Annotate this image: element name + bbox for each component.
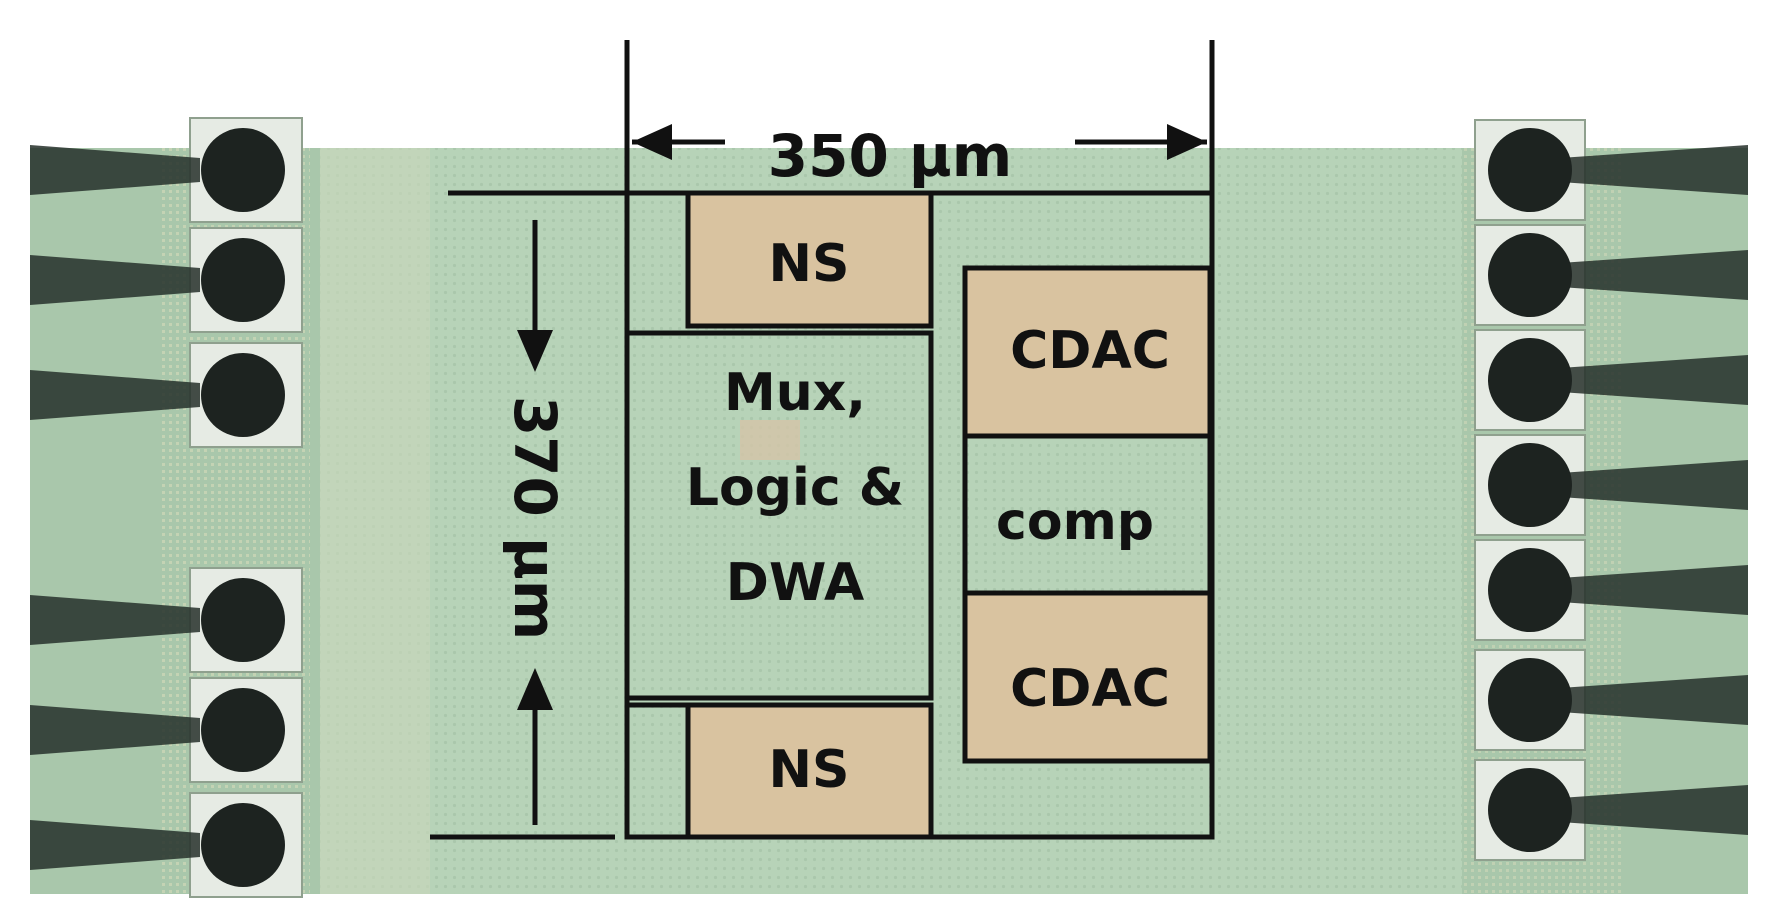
mux-logic-dwa-block (624, 330, 934, 701)
bond-pad (30, 567, 303, 673)
bond-pad (1474, 649, 1748, 751)
bond-pad (1474, 119, 1748, 221)
ns-top-label: NS (769, 234, 850, 294)
bond-pad (1474, 329, 1748, 431)
cdac-top-block (962, 265, 1213, 439)
bond-pad (30, 677, 303, 783)
mux-label-line1: Mux, (724, 363, 866, 423)
width-label: 350 µm (768, 122, 1012, 190)
bond-pad (30, 792, 303, 898)
cdac-bottom-block (962, 590, 1213, 764)
cdac-top-label: CDAC (1010, 321, 1170, 381)
layout-blocks: NS Mux, Logic & DWA NS CDAC comp CDAC (624, 190, 1215, 840)
height-label: 370 µm (501, 396, 569, 640)
comp-label: comp (996, 492, 1154, 552)
bond-pad (30, 227, 303, 333)
bond-pad (1474, 539, 1748, 641)
mux-label-line3: DWA (726, 553, 864, 613)
height-dimension: 370 µm (430, 190, 625, 840)
ns-top-block (685, 190, 934, 329)
width-dimension: 350 µm (624, 40, 1215, 195)
right-bond-pads (1474, 119, 1748, 861)
cdac-bottom-label: CDAC (1010, 659, 1170, 719)
ns-bottom-label: NS (769, 740, 850, 800)
bond-pad (1474, 759, 1748, 861)
ns-bottom-block (685, 702, 934, 840)
die-photo (30, 117, 1748, 898)
bond-pad (30, 117, 303, 223)
bond-pad (30, 342, 303, 448)
mux-label-line2: Logic & (686, 458, 904, 518)
bond-pad (1474, 434, 1748, 536)
bond-pad (1474, 224, 1748, 326)
left-bond-pads (30, 117, 303, 898)
